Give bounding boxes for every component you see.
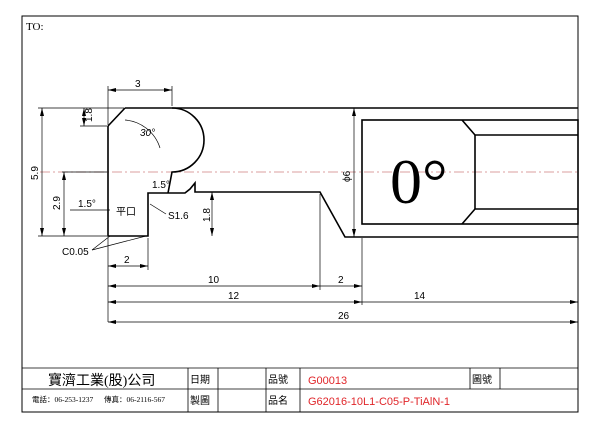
title-block [22,367,578,412]
date-label: 日期 [190,374,210,386]
part-name-label: 品名 [268,394,288,407]
dim-len-14: 14 [414,291,426,302]
arrowheads [40,88,578,324]
dim-angle-30: 30° [140,128,155,139]
dim-overall-height: 5.9 [30,166,41,180]
dim-top-width: 3 [135,79,141,90]
part-name: G62016-10L1-C05-P-TiAlN-1 [308,396,450,408]
dim-len-2: 2 [338,275,344,286]
to-label: TO: [26,21,44,33]
company-fax: 傳真：06-2116-567 [104,394,165,404]
drawing-label: 製圖 [190,394,210,407]
orientation-angle-label: 0° [390,146,448,217]
tool-profile [107,107,579,238]
dim-chamfer: C0.05 [62,247,89,258]
dim-angle-left: 1.5° [78,199,96,210]
dim-tip-width: 2 [124,255,130,266]
dim-left-height-small: 1.8 [84,108,95,122]
company-phone: 電話：06-253-1237 [32,394,93,404]
dim-len-26: 26 [338,311,350,322]
dim-len-10: 10 [208,275,220,286]
dim-step-height: 1.8 [202,208,213,222]
dim-s-radius: S1.6 [168,211,189,222]
dim-angle-tip: 1.5° [152,180,170,191]
part-number: G00013 [308,375,347,387]
drawing-frame [21,15,579,413]
dim-len-12: 12 [228,291,240,302]
dim-shank-diameter: ϕ6 [342,170,353,182]
drawing-no-label: 圖號 [472,373,492,386]
dimension-lines [38,86,578,323]
company-name: 寶濟工業(股)公司 [48,373,155,389]
flat-label: 平口 [116,207,136,218]
part-no-label: 品號 [268,373,288,386]
dim-height-2-9: 2.9 [52,196,63,210]
